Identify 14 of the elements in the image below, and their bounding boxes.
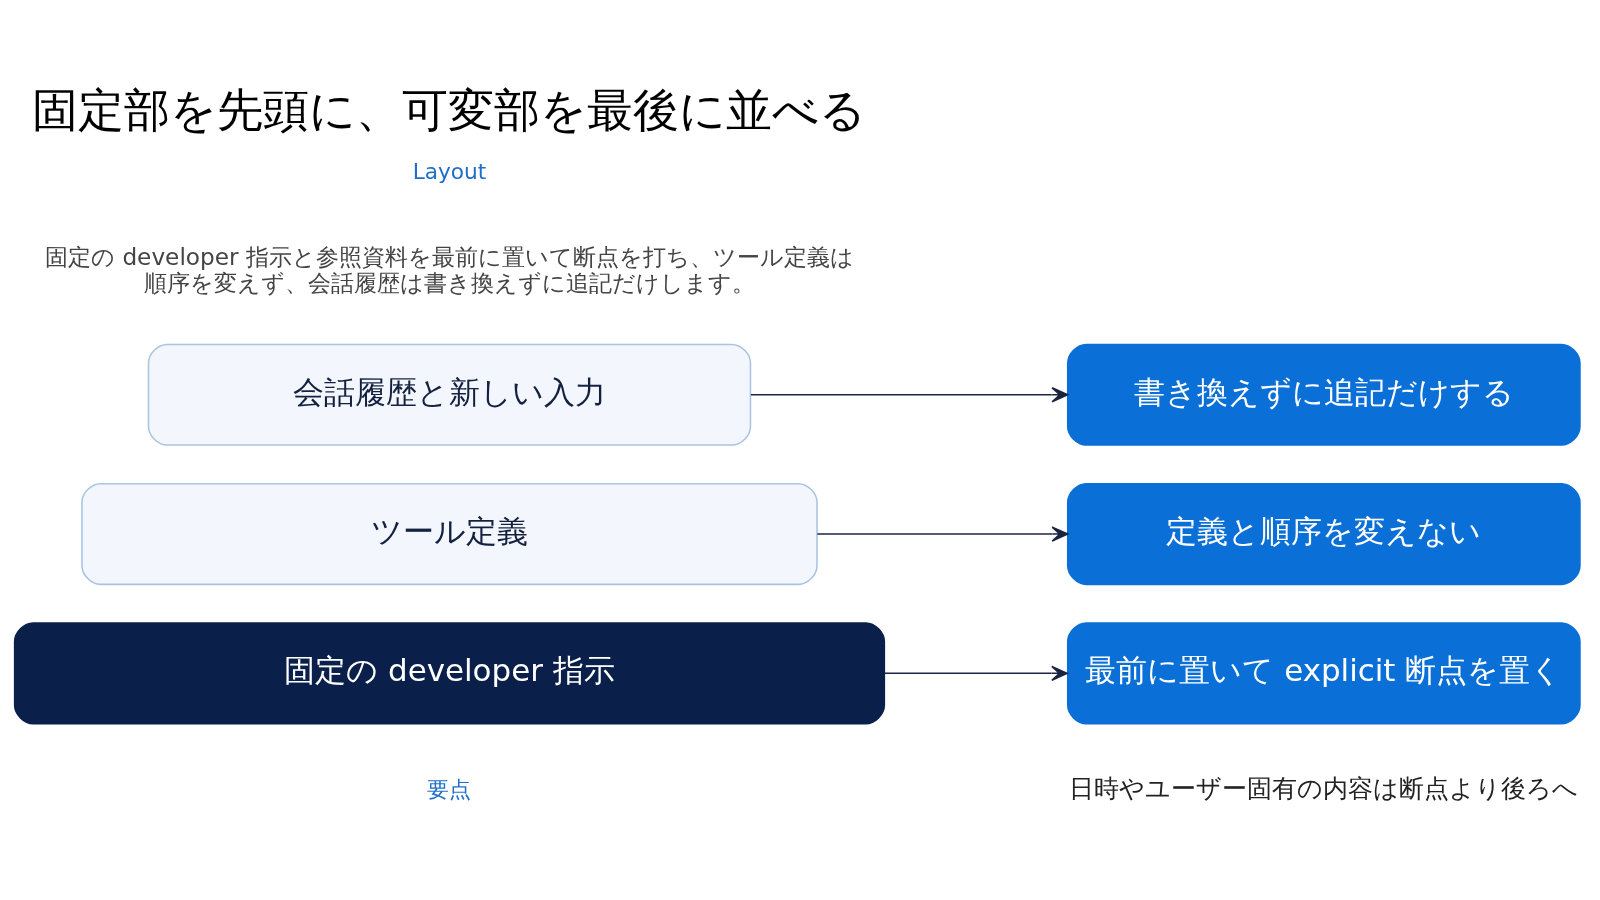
node-box: 書き換えずに追記だけする xyxy=(1066,343,1581,446)
node-box: 会話履歴と新しい入力 xyxy=(147,343,752,446)
node-box: 定義と順序を変えない xyxy=(1066,482,1581,585)
diagram-title: 固定部を先頭に、可変部を最後に並べる xyxy=(31,82,866,137)
label: Layout xyxy=(412,158,487,184)
node-box: ツール定義 xyxy=(81,482,818,585)
label: 要点 xyxy=(427,776,472,802)
node-box: 最前に置いて explicit 断点を置く xyxy=(1066,621,1581,724)
arrow xyxy=(883,665,1069,681)
arrow xyxy=(816,525,1069,542)
node-box: 固定の developer 指示 xyxy=(13,621,886,724)
arrow xyxy=(750,386,1069,403)
label: 日時やユーザー固有の内容は断点より後ろへ xyxy=(1069,773,1579,803)
label: 固定の developer 指示と参照資料を最前に置いて断点を打ち、ツール定義は順序を変えず、会話履歴は書き換えずに追記だけします。 xyxy=(45,242,854,296)
